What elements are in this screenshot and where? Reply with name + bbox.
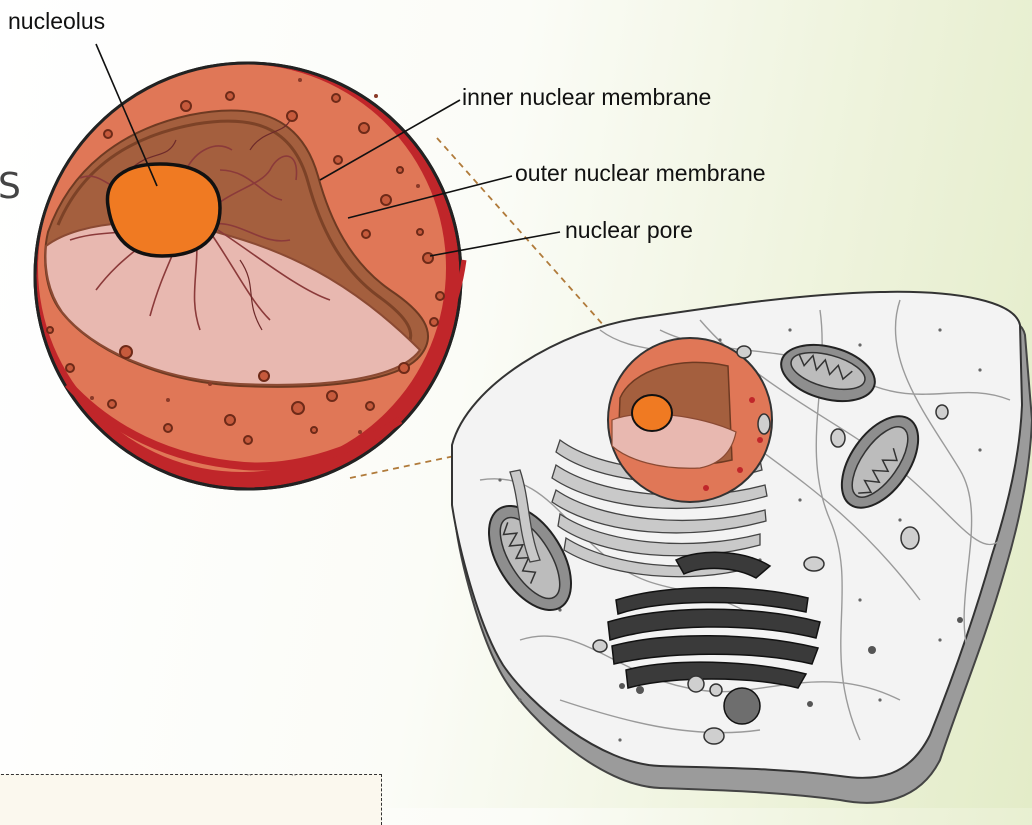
nucleus-cell-diagram (0, 0, 1032, 808)
label-outer-nuclear-membrane: outer nuclear membrane (515, 160, 766, 187)
nucleolus (107, 164, 220, 256)
label-inner-nuclear-membrane: inner nuclear membrane (462, 84, 711, 111)
enlarged-nucleus (35, 63, 464, 489)
label-nuclear-pore: nuclear pore (565, 217, 693, 244)
label-nucleolus: nucleolus (8, 8, 105, 35)
cell-nucleus (608, 338, 772, 502)
dashed-text-box: ¨ ¨ (0, 774, 382, 825)
partial-text-fragment: S (0, 166, 21, 207)
bottom-box-marks: ¨ ¨ (247, 771, 314, 787)
animal-cell (452, 292, 1032, 803)
